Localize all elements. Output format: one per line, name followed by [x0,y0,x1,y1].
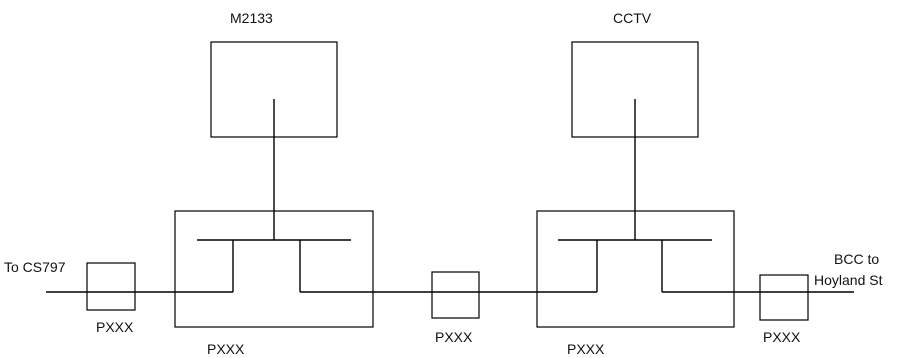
joint-label-right: PXXX [763,329,801,345]
device-label-left: M2133 [230,10,273,26]
end-label-right-line1: BCC to [834,251,879,267]
joint-box-right [759,274,809,321]
joint-label-left: PXXX [96,319,134,335]
end-label-left: To CS797 [4,259,66,275]
panel-label-left: PXXX [207,341,245,357]
joint-label-middle: PXXX [435,329,473,345]
device-label-right: CCTV [613,10,652,26]
panel-label-right: PXXX [567,341,605,357]
end-label-right-line2: Hoyland St [814,272,883,288]
joint-box-middle [431,271,480,319]
joint-box-left [86,262,136,311]
